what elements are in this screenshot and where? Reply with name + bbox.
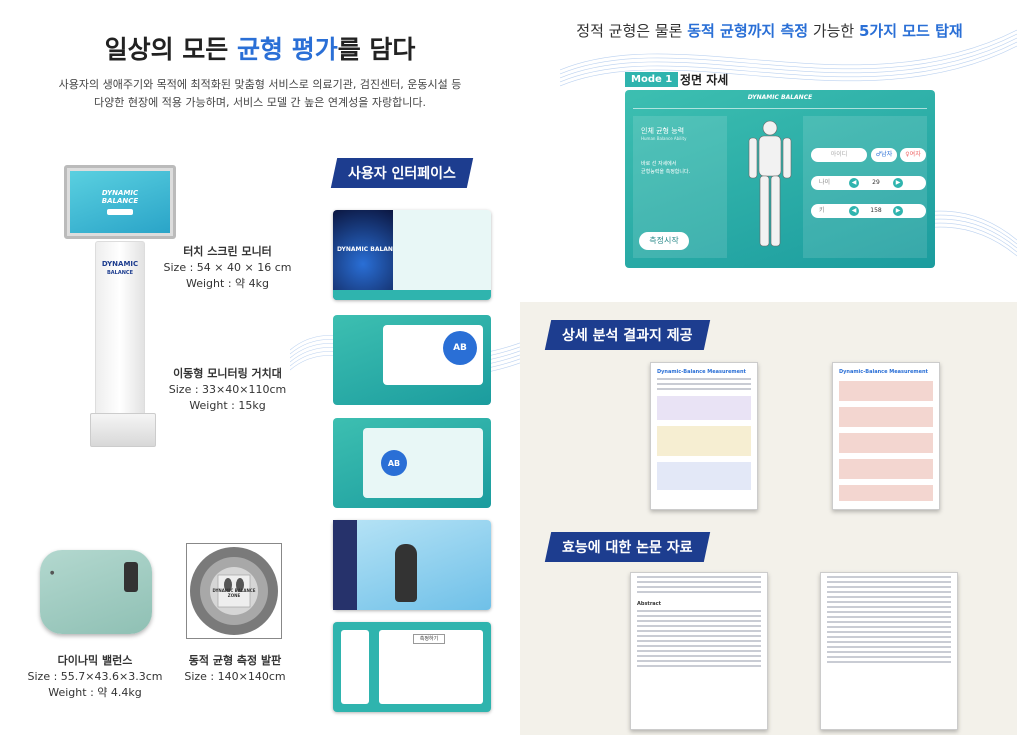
balance-mat xyxy=(186,543,282,639)
stand-spec: 이동형 모니터링 거치대 Size : 33×40×110cm Weight :… xyxy=(168,367,287,412)
ui-screen-5: 측정하기 xyxy=(333,622,491,712)
ui-screen-2: AB xyxy=(333,315,491,405)
page-headline: 일상의 모든 균형 평가를 담다 xyxy=(104,35,416,64)
ui-screen-1: DYNAMIC BALANCE xyxy=(333,210,491,300)
age-increase-icon[interactable]: ▶ xyxy=(893,178,903,188)
mode-title: 정면 자세 xyxy=(680,73,729,87)
screen2-badge: AB xyxy=(443,331,477,365)
body-figure xyxy=(748,120,792,247)
female-button[interactable]: ♀여자 xyxy=(900,148,926,162)
mat-label: DYNAMIC BALANCE ZONE xyxy=(212,588,256,598)
mode-screen-logo: DYNAMIC BALANCE xyxy=(747,94,813,101)
decorative-wave-lines-top xyxy=(560,29,1017,87)
paper-section-banner: 효능에 대한 논문 자료 xyxy=(544,532,710,562)
mode1-screen: DYNAMIC BALANCE 인체 균형 능력 Human Balance A… xyxy=(625,90,935,268)
mat-spec: 동적 균형 측정 발판 Size : 140×140cm xyxy=(184,654,286,683)
height-stepper[interactable]: 키 ◀ 158 ▶ xyxy=(811,204,926,218)
intro-description: 사용자의 생애주기와 목적에 최적화된 맞춤형 서비스로 의료기관, 검진센터,… xyxy=(58,78,462,109)
screen1-logo: DYNAMIC BALANCE xyxy=(337,246,402,253)
screen5-button: 측정하기 xyxy=(413,634,445,644)
dynamic-balance-board: ● xyxy=(40,550,152,634)
report-page-2: Dynamic-Balance Measurement xyxy=(832,362,940,510)
paper-page-1: Abstract xyxy=(630,572,768,730)
board-logo: ● xyxy=(50,570,55,576)
id-input[interactable]: 아이디 xyxy=(811,148,867,162)
ui-screen-3: AB xyxy=(333,418,491,508)
age-decrease-icon[interactable]: ◀ xyxy=(849,178,859,188)
age-stepper[interactable]: 나이 ◀ 29 ▶ xyxy=(811,176,926,190)
male-button[interactable]: ♂남자 xyxy=(871,148,897,162)
start-measure-button[interactable]: 측정시작 xyxy=(639,232,689,250)
report-title-2: Dynamic-Balance Measurement xyxy=(839,369,928,375)
monitor-stand-base xyxy=(90,413,156,447)
report-section-banner: 상세 분석 결과지 제공 xyxy=(544,320,710,350)
balance-board-spec: 다이나믹 밸런스 Size : 55.7×43.6×3.3cm Weight :… xyxy=(27,654,163,699)
mode-left-subtitle: Human Balance Ability xyxy=(641,136,687,141)
report-page-1: Dynamic-Balance Measurement xyxy=(650,362,758,510)
modes-headline: 정적 균형은 물론 동적 균형까지 측정 가능한 5가지 모드 탑재 xyxy=(576,22,963,40)
height-increase-icon[interactable]: ▶ xyxy=(893,206,903,216)
paper-page-2 xyxy=(820,572,958,730)
mode-left-title: 인체 균형 능력 xyxy=(641,127,685,135)
touch-monitor: DYNAMIC BALANCE xyxy=(64,165,176,239)
report-title: Dynamic-Balance Measurement xyxy=(657,369,746,375)
height-decrease-icon[interactable]: ◀ xyxy=(849,206,859,216)
ui-section-banner: 사용자 인터페이스 xyxy=(330,158,474,188)
paper-abstract-heading: Abstract xyxy=(637,601,662,607)
mode-tag: Mode 1 xyxy=(625,72,679,87)
screen3-badge: AB xyxy=(381,450,407,476)
ui-screen-4 xyxy=(333,520,491,610)
monitor-spec: 터치 스크린 모니터 Size : 54 × 40 × 16 cm Weight… xyxy=(163,245,292,290)
